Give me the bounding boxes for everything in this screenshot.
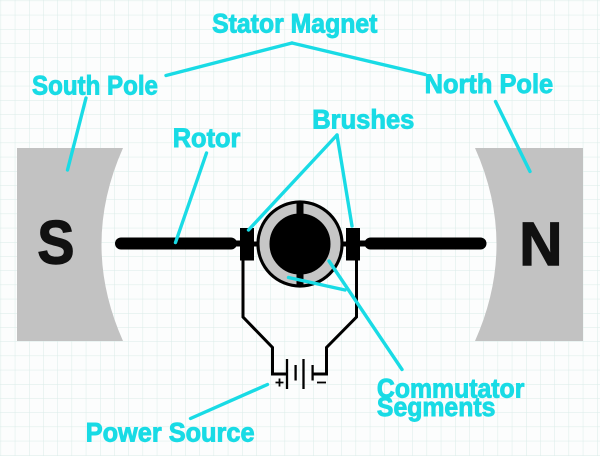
- svg-text:S: S: [37, 209, 74, 277]
- svg-text:Stator Magnet: Stator Magnet: [212, 10, 378, 39]
- svg-text:Segments: Segments: [377, 393, 496, 422]
- svg-text:Brushes: Brushes: [312, 104, 414, 135]
- svg-text:Power Source: Power Source: [86, 419, 255, 448]
- svg-text:South Pole: South Pole: [32, 72, 158, 101]
- svg-text:Commutator: Commutator: [377, 375, 524, 404]
- svg-text:Rotor: Rotor: [173, 123, 241, 154]
- svg-text:North Pole: North Pole: [425, 69, 554, 100]
- svg-text:N: N: [519, 209, 562, 278]
